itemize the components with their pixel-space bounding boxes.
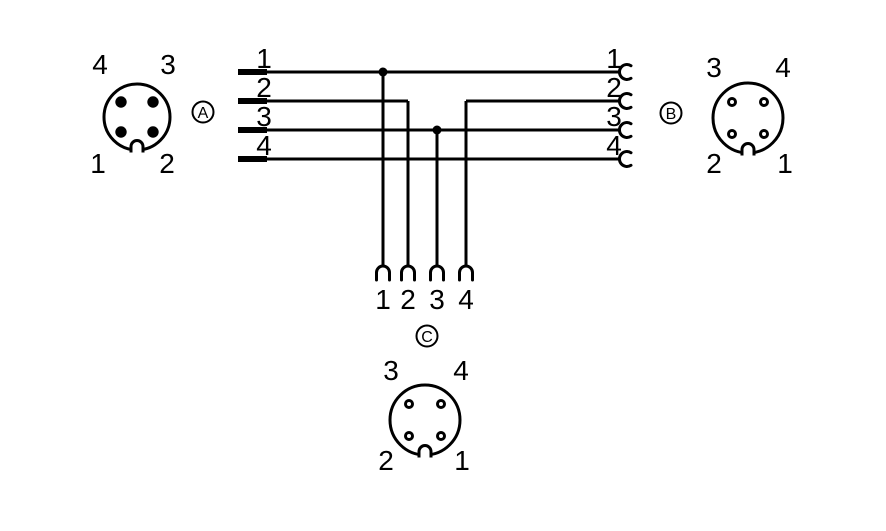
connector-c-pin-label-top-left: 3 bbox=[383, 355, 399, 386]
connector-b-pin-label-top-right: 4 bbox=[775, 52, 791, 83]
connector-a-pin-dot-1 bbox=[115, 126, 127, 138]
connector-c-socket-1 bbox=[436, 431, 446, 441]
connector-b-socket-4 bbox=[759, 97, 769, 107]
wire-3-b-side-number: 3 bbox=[606, 101, 622, 132]
wire-2-b-terminal bbox=[618, 92, 633, 110]
connector-c-pin-label-bottom-left: 2 bbox=[378, 445, 394, 476]
wire-1-b-terminal bbox=[618, 63, 633, 81]
connector-b-keyway-notch bbox=[740, 142, 756, 156]
wire-c2-number: 2 bbox=[400, 284, 416, 315]
wire-2-b-side-number: 2 bbox=[606, 72, 622, 103]
c-terminal-3 bbox=[429, 264, 445, 282]
connector-b: 3 4 2 1 B bbox=[659, 52, 793, 179]
wiring-harness bbox=[238, 63, 633, 282]
connector-a-pin-label-top-left: 4 bbox=[92, 49, 108, 80]
connector-a-pin-label-bottom-right: 2 bbox=[159, 148, 175, 179]
connector-b-socket-1 bbox=[759, 129, 769, 139]
wire-3-junction-dot bbox=[432, 125, 442, 135]
connector-a-pin-dot-2 bbox=[147, 126, 159, 138]
c-terminal-4 bbox=[458, 264, 474, 282]
connector-a-pin-dot-4 bbox=[115, 96, 127, 108]
connector-a-pin-label-top-right: 3 bbox=[160, 49, 176, 80]
c-terminal-1 bbox=[375, 264, 391, 282]
connector-c-socket-3 bbox=[404, 399, 414, 409]
wire-number-labels: 1 2 3 4 1 2 3 4 1 2 3 4 bbox=[256, 43, 622, 315]
connector-a-pin-label-bottom-left: 1 bbox=[90, 148, 106, 179]
connector-a-ref-badge bbox=[191, 100, 215, 124]
connector-a: 4 3 1 2 A bbox=[90, 49, 215, 179]
wire-1-a-side-number: 1 bbox=[256, 43, 272, 74]
c-terminal-2 bbox=[400, 264, 416, 282]
wire-4-b-terminal bbox=[618, 150, 633, 168]
connector-c-ref-label: C bbox=[421, 329, 433, 346]
wire-c4-number: 4 bbox=[458, 284, 474, 315]
wire-3-a-side-number: 3 bbox=[256, 101, 272, 132]
connector-a-ref-label: A bbox=[198, 105, 209, 122]
wire-4-a-side-number: 4 bbox=[256, 130, 272, 161]
connector-b-ref-badge bbox=[659, 101, 683, 125]
connector-b-ref-label: B bbox=[666, 106, 677, 123]
connector-c-pin-label-top-right: 4 bbox=[453, 355, 469, 386]
connector-b-pin-label-bottom-left: 2 bbox=[706, 148, 722, 179]
wire-4-b-side-number: 4 bbox=[606, 130, 622, 161]
wire-c3-number: 3 bbox=[429, 284, 445, 315]
connector-c-pin-label-bottom-right: 1 bbox=[454, 445, 470, 476]
wire-2-a-side-number: 2 bbox=[256, 72, 272, 103]
wire-1-junction-dot bbox=[378, 67, 388, 77]
connector-c-socket-2 bbox=[404, 431, 414, 441]
wire-1-b-side-number: 1 bbox=[606, 43, 622, 74]
connector-c-ref-badge bbox=[415, 324, 439, 348]
connector-c-keyway-notch bbox=[417, 444, 433, 458]
connector-b-socket-2 bbox=[727, 129, 737, 139]
connector-b-pin-label-bottom-right: 1 bbox=[777, 148, 793, 179]
wire-3-b-terminal bbox=[618, 121, 633, 139]
connector-c: 3 4 2 1 C bbox=[378, 324, 470, 476]
wire-c1-number: 1 bbox=[375, 284, 391, 315]
connector-a-keyway-notch bbox=[129, 139, 145, 153]
connector-a-pin-dot-3 bbox=[147, 96, 159, 108]
connector-c-socket-4 bbox=[436, 399, 446, 409]
connector-b-socket-3 bbox=[727, 97, 737, 107]
connector-b-pin-label-top-left: 3 bbox=[706, 52, 722, 83]
